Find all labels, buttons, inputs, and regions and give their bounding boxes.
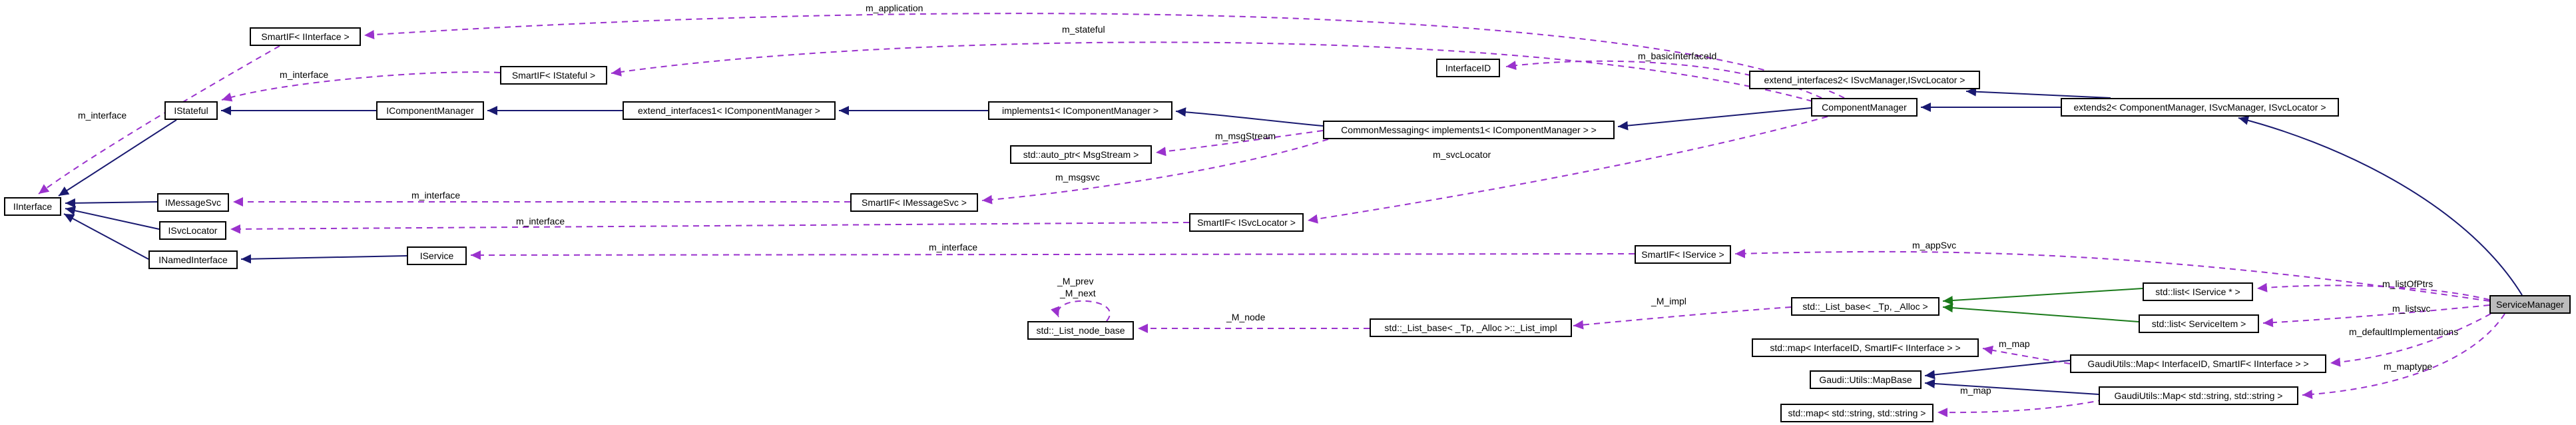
- edge-inh-gaudimap-string-mapbase: [1924, 378, 2099, 395]
- edge-label-m-maptype: m_maptype: [2384, 361, 2433, 372]
- edge-label-m-appsvc: m_appSvc: [1912, 240, 1957, 250]
- node-extend-interfaces2[interactable]: extend_interfaces2< ISvcManager,ISvcLoca…: [1749, 71, 1980, 89]
- edge-label-m-application: m_application: [866, 3, 923, 13]
- edge-use-smartifiservice-iservice: [470, 250, 1635, 260]
- edge-label-m-map-interfaceid: m_map: [1999, 338, 2030, 349]
- node-commonmessaging[interactable]: CommonMessaging< implements1< IComponent…: [1323, 121, 1615, 139]
- edge-inh-servicemanager-extends2: [2238, 115, 2523, 296]
- node-isvclocator[interactable]: ISvcLocator: [159, 221, 226, 240]
- edge-label-m-interface-imessagesvc: m_interface: [411, 190, 461, 201]
- edge-inh-gaudimap-interfaceid-mapbase: [1924, 360, 2071, 380]
- edge-label-m-listofptrs: m_listOfPtrs: [2382, 278, 2434, 289]
- node-std-list-serviceitem[interactable]: std::list< ServiceItem >: [2139, 314, 2259, 333]
- edge-inh-extends2-extendinterfaces2: [1965, 87, 2111, 99]
- edge-use-servicemanager-listserviceitem: [2262, 304, 2490, 328]
- node-interfaceid[interactable]: InterfaceID: [1436, 59, 1500, 77]
- edge-label-m-interface-iinterface: m_interface: [78, 110, 127, 121]
- node-implements1[interactable]: implements1< IComponentManager >: [988, 101, 1172, 120]
- edge-label-m-listsvc: m_listsvc: [2392, 303, 2431, 314]
- edge-inh-istateful-iinterface: [58, 119, 177, 197]
- edge-use-listnodebase-self: [1051, 300, 1111, 322]
- edge-label-m-svclocator: m_svcLocator: [1433, 149, 1491, 160]
- node-extend-interfaces1[interactable]: extend_interfaces1< IComponentManager >: [623, 101, 836, 120]
- edge-use-servicemanager-gaudimapstring: [2302, 313, 2505, 400]
- edge-use-componentmanager-smartifistateful: [611, 41, 1813, 102]
- node-gaudi-utils-mapbase[interactable]: Gaudi::Utils::MapBase: [1810, 370, 1922, 389]
- edge-use-componentmanager-smartifisvclocator: [1307, 116, 1828, 224]
- edge-use-servicemanager-smartifiservice: [1734, 248, 2490, 302]
- node-imessagesvc[interactable]: IMessageSvc: [157, 193, 229, 212]
- edge-use-gaudimapstring-stdmapstring: [1937, 399, 2105, 418]
- edge-use-gaudimapinterfaceid-stdmapinterfaceid: [1982, 345, 2071, 364]
- edge-label-m-interface-istateful: m_interface: [280, 69, 329, 80]
- node-gaudiutils-map-string[interactable]: GaudiUtils::Map< std::string, std::strin…: [2099, 386, 2298, 405]
- node-std-auto-ptr-msgstream[interactable]: std::auto_ptr< MsgStream >: [1010, 145, 1152, 164]
- edge-use-smartifistateful-istateful: [221, 71, 501, 102]
- edge-inh-inamedinterface-iinterface: [63, 213, 149, 260]
- edge-tpl-listiservice-listbase: [1942, 288, 2143, 306]
- node-icomponentmanager[interactable]: IComponentManager: [376, 101, 484, 120]
- edge-inh-isvclocator-iinterface: [65, 206, 160, 230]
- node-iinterface[interactable]: IInterface: [4, 197, 61, 216]
- node-gaudiutils-map-interfaceid[interactable]: GaudiUtils::Map< InterfaceID, SmartIF< I…: [2070, 354, 2326, 373]
- node-std-map-interfaceid[interactable]: std::map< InterfaceID, SmartIF< IInterfa…: [1752, 338, 1979, 357]
- edge-label-m-msgsvc: m_msgsvc: [1055, 172, 1100, 183]
- edge-use-componentmanager-smartifiinterface: [364, 13, 1845, 99]
- node-servicemanager: ServiceManager: [2489, 295, 2571, 314]
- node-smartif-iinterface[interactable]: SmartIF< IInterface >: [250, 27, 361, 46]
- node-smartif-iservice[interactable]: SmartIF< IService >: [1635, 245, 1731, 264]
- edge-inh-commonmessaging-implements1: [1175, 107, 1324, 127]
- node-smartif-imessagesvc[interactable]: SmartIF< IMessageSvc >: [850, 193, 978, 212]
- edge-label-m-msgstream: m_msgStream: [1215, 131, 1276, 141]
- edge-use-commonmessaging-smartifimessagesvc: [981, 139, 1329, 205]
- edge-label-m-node: _M_node: [1226, 312, 1266, 322]
- edge-label-m-defaultimplementations: m_defaultImplementations: [2349, 326, 2459, 337]
- edge-use-smartifiinterface-iinterface: [38, 45, 280, 195]
- edge-use-listbase-listimpl: [1573, 306, 1792, 330]
- edge-label-m-impl: _M_impl: [1651, 296, 1686, 306]
- node-iservice[interactable]: IService: [407, 246, 467, 265]
- node-std-list-base[interactable]: std::_List_base< _Tp, _Alloc >: [1791, 297, 1939, 316]
- edge-label-m-basicinterfaceid: m_basicInterfaceId: [1638, 51, 1717, 61]
- node-inamedinterface[interactable]: INamedInterface: [148, 250, 238, 269]
- node-istateful[interactable]: IStateful: [164, 101, 218, 120]
- edge-use-commonmessaging-autoptr: [1155, 130, 1324, 157]
- node-std-list-node-base[interactable]: std::_List_node_base: [1027, 321, 1134, 340]
- edge-inh-componentmanager-commonmessaging: [1617, 107, 1812, 131]
- edge-label-m-interface-iservice: m_interface: [929, 242, 978, 252]
- node-std-list-impl[interactable]: std::_List_base< _Tp, _Alloc >::_List_im…: [1370, 318, 1572, 337]
- node-std-map-string[interactable]: std::map< std::string, std::string >: [1780, 404, 1933, 422]
- edge-use-servicemanager-gaudimapinterfaceid: [2330, 313, 2491, 367]
- edge-tpl-listserviceitem-listbase: [1942, 303, 2139, 322]
- edge-inh-imessagesvc-iinterface: [65, 198, 158, 208]
- node-smartif-istateful[interactable]: SmartIF< IStateful >: [500, 66, 607, 85]
- edge-use-servicemanager-listiservice: [2256, 282, 2490, 300]
- edge-label-m-next: _M_next: [1060, 288, 1096, 298]
- edge-label-m-stateful: m_stateful: [1062, 24, 1105, 35]
- node-std-list-iservice-ptr[interactable]: std::list< IService * >: [2143, 282, 2253, 301]
- edge-use-smartifisvclocator-isvclocator: [230, 222, 1190, 234]
- node-smartif-isvclocator[interactable]: SmartIF< ISvcLocator >: [1189, 213, 1304, 232]
- edge-label-m-interface-isvclocator: m_interface: [516, 216, 565, 226]
- node-extends2[interactable]: extends2< ComponentManager, ISvcManager,…: [2061, 98, 2339, 117]
- node-componentmanager[interactable]: ComponentManager: [1811, 98, 1918, 117]
- edge-label-m-map-string: m_map: [1960, 385, 1991, 396]
- edge-inh-iservice-inamedinterface: [240, 254, 407, 264]
- edge-label-m-prev: _M_prev: [1057, 276, 1094, 286]
